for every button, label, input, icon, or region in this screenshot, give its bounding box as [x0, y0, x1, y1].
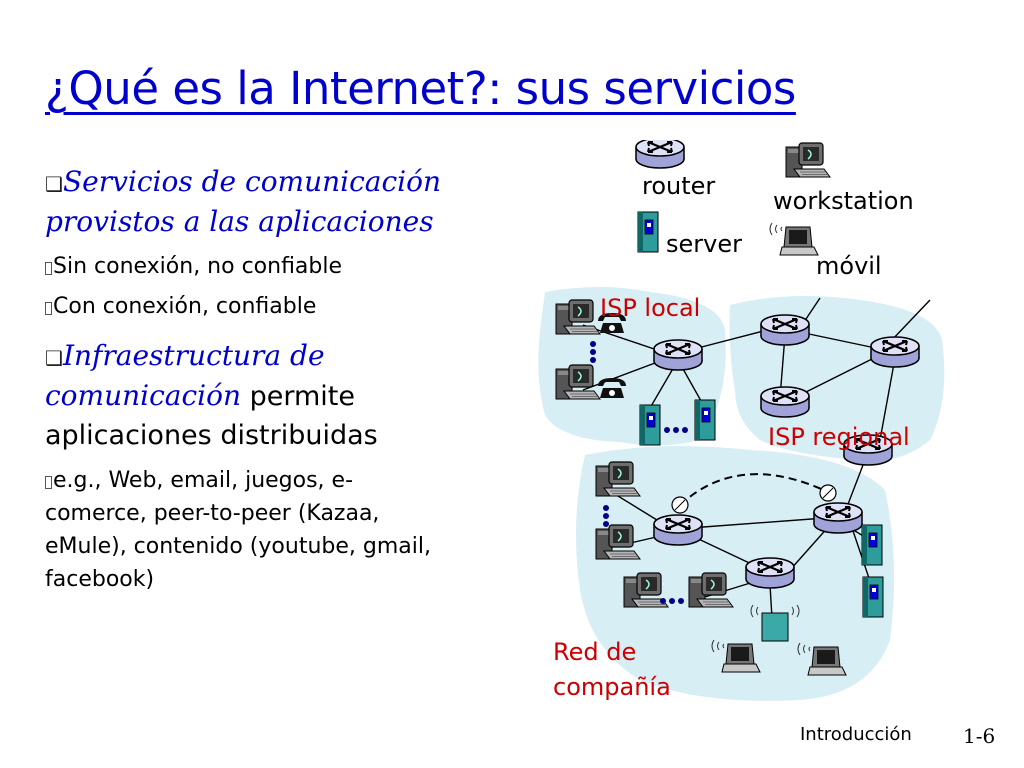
router-icon	[812, 501, 864, 535]
workstation-icon	[555, 299, 601, 335]
isp-regional-label: ISP regional	[768, 423, 910, 451]
legend-laptop-icon	[769, 222, 819, 256]
bullet-2-line-2-rest: permite	[241, 381, 355, 412]
bullet-2-line-1: Infraestructura de	[62, 339, 325, 372]
legend-workstation-icon	[785, 142, 831, 178]
legend-server-icon	[637, 211, 659, 253]
bullet-2-cont: comunicación permite	[45, 376, 355, 417]
isp-local-label: ISP local	[600, 294, 700, 322]
router-icon	[652, 338, 704, 372]
checkbox-bullet-icon: ❑	[45, 346, 63, 370]
server-icon	[861, 524, 883, 566]
legend-mobile-label: móvil	[816, 252, 882, 280]
sub-bullet-3-line-2: comerce, peer-to-peer (Kazaa,	[45, 501, 380, 526]
sub-bullet-3-cont-2: eMule), contenido (youtube, gmail,	[45, 530, 431, 563]
router-icon	[869, 335, 921, 369]
missing-glyph-icon	[45, 476, 52, 489]
router-icon	[759, 385, 811, 419]
bullet-2-cont-2: aplicaciones distribuidas	[45, 416, 378, 456]
legend-server-label: server	[666, 230, 742, 258]
server-icon	[639, 404, 661, 446]
workstation-icon	[688, 572, 734, 608]
vertical-ellipsis-icon	[590, 341, 596, 363]
page-title: ¿Qué es la Internet?: sus servicios	[45, 62, 796, 115]
network-diagram: router workstation server móvil ISP loca…	[538, 140, 945, 701]
legend-workstation-label: workstation	[773, 187, 914, 215]
workstation-icon	[555, 364, 601, 400]
horizontal-ellipsis-icon	[660, 598, 684, 604]
sub-bullet-1: Sin conexión, no confiable	[45, 250, 342, 283]
missing-glyph-icon	[45, 302, 52, 315]
workstation-icon	[595, 461, 641, 497]
router-icon	[652, 513, 704, 547]
satellite-link-icon	[819, 484, 837, 502]
bullet-2-line-2-italic: comunicación	[45, 379, 242, 412]
footer-section: Introducción	[800, 724, 912, 745]
bullet-1: ❑Servicios de comunicación	[45, 162, 441, 204]
router-icon	[744, 556, 796, 590]
horizontal-ellipsis-icon	[664, 427, 688, 433]
sub-bullet-3: e.g., Web, email, juegos, e-	[45, 464, 353, 497]
router-icon	[759, 313, 811, 347]
server-icon	[862, 576, 884, 618]
company-network-label-line-2: compañía	[553, 673, 671, 701]
company-network-label-line-1: Red de	[553, 638, 636, 666]
bullet-2: ❑Infraestructura de	[45, 336, 325, 378]
workstation-icon	[595, 524, 641, 560]
sub-bullet-3-cont-1: comerce, peer-to-peer (Kazaa,	[45, 497, 379, 530]
sub-bullet-3-line-3: eMule), contenido (youtube, gmail,	[45, 534, 431, 559]
server-icon	[694, 399, 716, 441]
bullet-1-cont: provistos a las aplicaciones	[45, 202, 434, 243]
satellite-link-icon	[671, 496, 689, 514]
bullet-1-line-2: provistos a las aplicaciones	[45, 205, 434, 238]
sub-bullet-3-cont-3: facebook)	[45, 563, 154, 596]
legend-router-icon	[634, 140, 686, 170]
sub-bullet-2: Con conexión, confiable	[45, 290, 316, 323]
bullet-2-line-3: aplicaciones distribuidas	[45, 420, 378, 451]
missing-glyph-icon	[45, 262, 52, 275]
legend-router-label: router	[642, 172, 715, 200]
sub-bullet-3-line-4: facebook)	[45, 567, 155, 592]
footer-page-number: 1-6	[963, 724, 996, 748]
bullet-1-line-1: Servicios de comunicación	[62, 165, 442, 198]
sub-bullet-3-line-1: e.g., Web, email, juegos, e-	[53, 468, 354, 493]
sub-bullet-1-text: Sin conexión, no confiable	[53, 254, 343, 279]
checkbox-bullet-icon: ❑	[45, 172, 63, 196]
vertical-ellipsis-icon	[603, 505, 609, 527]
sub-bullet-2-text: Con conexión, confiable	[53, 294, 317, 319]
